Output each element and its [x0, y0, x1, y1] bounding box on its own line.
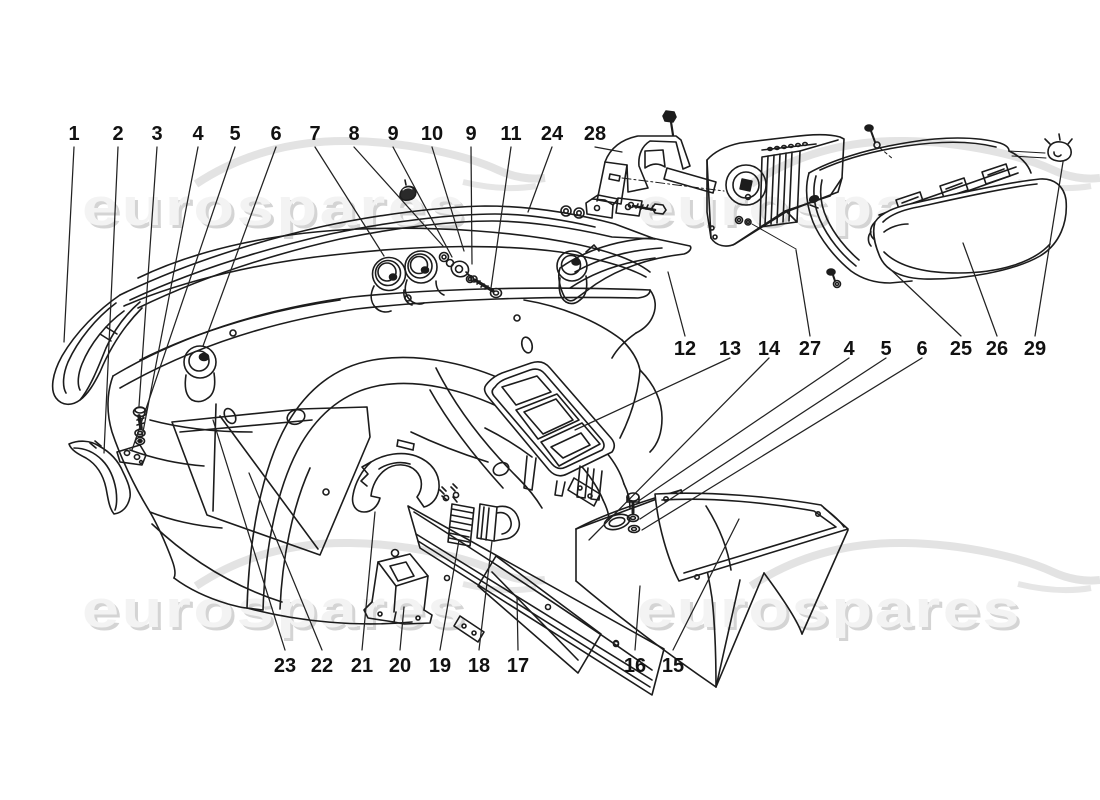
svg-text:17: 17: [507, 655, 529, 677]
svg-text:29: 29: [1024, 338, 1046, 360]
svg-text:28: 28: [584, 123, 606, 145]
svg-text:3: 3: [151, 123, 162, 145]
svg-text:21: 21: [351, 655, 373, 677]
svg-text:8: 8: [348, 123, 359, 145]
svg-text:11: 11: [500, 123, 521, 145]
svg-text:27: 27: [799, 338, 821, 360]
svg-text:23: 23: [274, 655, 296, 677]
svg-text:25: 25: [950, 338, 972, 360]
svg-text:6: 6: [270, 123, 281, 145]
svg-text:20: 20: [389, 655, 411, 677]
svg-text:26: 26: [986, 338, 1008, 360]
svg-text:6: 6: [916, 338, 927, 360]
svg-text:16: 16: [624, 655, 646, 677]
svg-text:19: 19: [429, 655, 451, 677]
svg-text:7: 7: [309, 123, 320, 145]
svg-text:18: 18: [468, 655, 490, 677]
svg-text:12: 12: [674, 338, 696, 360]
svg-text:22: 22: [311, 655, 333, 677]
svg-text:5: 5: [229, 123, 240, 145]
svg-text:4: 4: [843, 338, 855, 360]
svg-text:13: 13: [719, 338, 741, 360]
svg-text:10: 10: [421, 123, 443, 145]
svg-text:9: 9: [465, 123, 476, 145]
svg-text:9: 9: [387, 123, 398, 145]
svg-text:14: 14: [758, 338, 781, 360]
svg-text:2: 2: [112, 123, 123, 145]
svg-text:4: 4: [192, 123, 204, 145]
svg-text:15: 15: [662, 655, 684, 677]
svg-text:24: 24: [541, 123, 564, 145]
svg-text:5: 5: [880, 338, 891, 360]
svg-text:1: 1: [68, 123, 79, 145]
